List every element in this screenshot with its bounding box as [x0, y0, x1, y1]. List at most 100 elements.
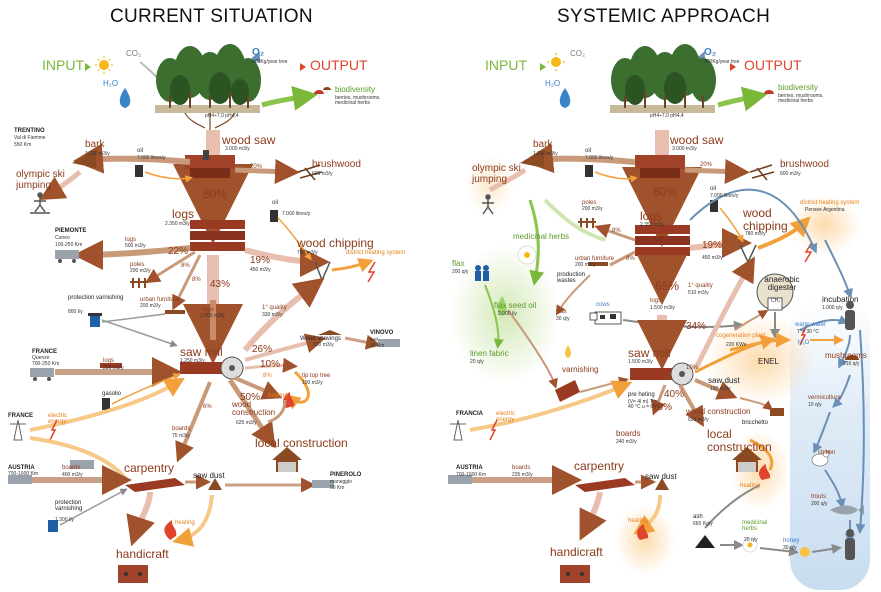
incubation-val: 1.000 q/y — [822, 305, 843, 311]
flower-icon — [517, 245, 537, 265]
carpentry-label-right: carpentry — [574, 459, 625, 473]
output-label-right: OUTPUT — [744, 57, 802, 73]
co2-label-right: CO₂ — [570, 49, 586, 58]
pinerolo-sub: maneggio — [330, 479, 352, 485]
mushrooms-icon — [845, 355, 859, 367]
electric-energy-left: electric energy — [48, 413, 68, 426]
pct8-left-b: 8% — [192, 277, 201, 283]
piemonte-dist: 100-250 Km — [55, 242, 83, 248]
pct80-left: 80% — [203, 187, 228, 201]
saw-dust-right: saw dust — [645, 472, 677, 481]
saw-mill-label-right: saw mill — [628, 346, 671, 360]
flax-val: 200 q/y — [452, 269, 469, 275]
district-heating-sub-right: Pensee Argentina — [805, 207, 845, 213]
trentino-dist: 550 Km — [14, 142, 32, 148]
bark-icon — [72, 150, 96, 168]
bark-label-left: bark — [85, 139, 105, 150]
wood-saw-val-right: 3.000 m3/y — [672, 146, 697, 152]
district-heating-left: district heating system — [346, 250, 406, 256]
linen-fabric-val: 20 q/y — [470, 359, 484, 365]
ash-label: ash — [693, 514, 703, 520]
wax-label: wax — [556, 309, 567, 315]
ash-val: 660 Kg/y — [693, 521, 713, 527]
boards-label-right: boards — [616, 429, 641, 438]
boards2-val-right: 235 m3/y — [512, 472, 533, 478]
output-label-left: OUTPUT — [310, 57, 368, 73]
pct20-right: 20% — [700, 162, 713, 168]
varnishing-label: varnishing — [562, 365, 599, 374]
cogeneration-label: cogeneration plant — [716, 333, 766, 339]
biodiversity-sub-right: berries, mushrooms, medicinal herbs — [778, 93, 824, 105]
glow-district — [790, 195, 860, 255]
skier-icon — [30, 192, 50, 214]
pct19-right: 19% — [702, 240, 723, 251]
vinovo-label: VINOVO — [370, 330, 394, 336]
france2-label: FRANCE — [8, 413, 33, 419]
output-arrow-right — [730, 63, 736, 71]
logs2-val-left: 1.000 m3/y — [200, 313, 225, 319]
wood-saw-label-right: wood saw — [670, 133, 724, 147]
wax-drip-icon — [565, 345, 571, 358]
saw-mill-icon — [180, 356, 244, 380]
carpentry-icon — [125, 478, 185, 492]
logs-label-left: logs — [172, 207, 195, 221]
boards2-val-left: 400 m3/y — [62, 472, 83, 478]
pct50-left: 50% — [240, 392, 261, 403]
pct16-right: 16% — [652, 402, 673, 413]
honey-label: honey — [783, 538, 800, 544]
bricchetto-label: bricchetto — [742, 420, 769, 426]
austria-sub-right: 700-1000 Km — [456, 472, 487, 478]
pct8b-left: 8% — [263, 373, 272, 379]
pct6-left: 6% — [203, 404, 212, 410]
wood-construction-val-left: 625 m3/y — [236, 420, 257, 426]
tip-top-label: tip top tree — [302, 373, 331, 379]
o2-rate-right: 400Kg/year tree — [704, 59, 740, 65]
saw-dust-left: saw dust — [193, 471, 225, 480]
poles-val-right: 200 m3/y — [582, 206, 603, 212]
h2o-label-right2: H₂O — [798, 340, 810, 346]
forest-icon — [155, 44, 261, 113]
brushwood-val-left: 600 m3/y — [312, 171, 333, 177]
boards2-label-right: boards — [512, 465, 531, 471]
logs-side-val: 500 m3/y — [125, 243, 146, 249]
h2o-label-right: H₂O — [545, 79, 561, 88]
urban-furniture-val-right: 200 m3/y — [575, 262, 596, 268]
ph-label-right: pH4÷7,0 pH4,4 — [650, 113, 684, 119]
honey-val: 30 q/y — [783, 545, 797, 551]
first-quality-left: 1° quality — [262, 305, 287, 311]
olympic-label-right: olympic ski jumping — [472, 163, 521, 185]
warm-water-val: T°= 30 °C — [797, 329, 819, 335]
oil-val-right: 7.000 litres/y — [585, 155, 614, 161]
urban-furniture-label-right: urban furniture — [575, 256, 615, 262]
flax-label: flax — [452, 259, 465, 268]
trentino-label: TRENTINO — [14, 128, 45, 134]
medicinal2-label: medicinal herbs — [742, 520, 768, 533]
brushwood-icon — [297, 164, 323, 181]
water-drop-icon — [119, 88, 131, 108]
heating-left-b: heating — [175, 520, 195, 526]
title-systemic: SYSTEMIC APPROACH — [557, 6, 771, 27]
vermiculture-label: vermiculture — [808, 395, 841, 401]
left-panel — [8, 44, 400, 583]
pre-heating-label: pre heting — [628, 392, 655, 398]
olympic-label-left: olympic ski jumping — [16, 169, 65, 191]
first-quality-val-left: 330 m3/y — [262, 312, 283, 318]
piemonte-sub: Cuneo — [55, 235, 70, 241]
francia-label: FRANCIA — [456, 411, 483, 417]
piemonte-label: PIEMONTE — [55, 228, 87, 234]
pinerolo-dist: 50 Km — [330, 485, 345, 491]
truck-icon — [55, 250, 79, 263]
first-quality-val-right: 510 m3/y — [688, 290, 709, 296]
h2o-label-left: H₂O — [103, 79, 119, 88]
france-sub: Quenze — [32, 355, 50, 361]
handicraft-icon — [118, 565, 148, 583]
ash-icon — [695, 535, 715, 548]
wood-chipping-label-right: wood chipping — [743, 206, 788, 233]
oil-val-left: 7.000 litres/y — [137, 155, 166, 161]
logs-label-right: logs — [640, 209, 663, 223]
pct34-right: 34% — [686, 321, 707, 332]
title-current: CURRENT SITUATION — [110, 6, 313, 27]
vermiculture-val: 10 q/y — [808, 402, 822, 408]
sun-icon — [95, 56, 113, 74]
